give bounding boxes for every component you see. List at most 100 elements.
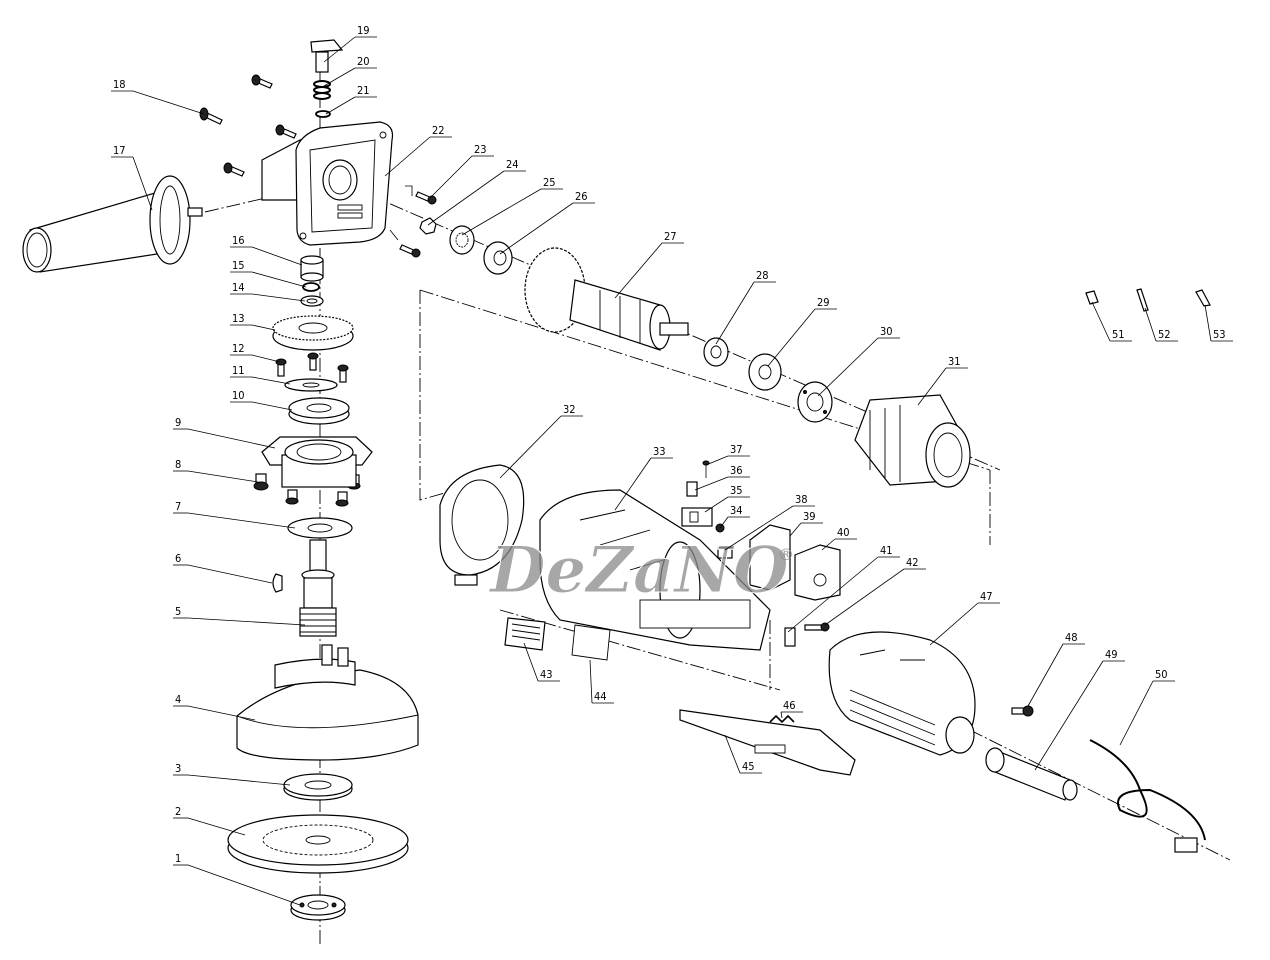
- part-3-inner-flange: [283, 773, 353, 801]
- callout-1: 1: [173, 852, 301, 906]
- part-23-screws: [389, 185, 437, 258]
- part-15-circlip: [302, 282, 320, 292]
- callout-12: 12: [230, 342, 281, 363]
- part-number-label: 31: [948, 355, 961, 368]
- leader-line: [187, 470, 259, 483]
- part-20-spring: [313, 80, 331, 100]
- part-37-screw: [702, 460, 710, 478]
- callout-33: 33: [614, 445, 673, 511]
- leader-line: [1091, 301, 1111, 342]
- part-number-label: 17: [113, 144, 126, 157]
- callout-34: 34: [719, 504, 750, 529]
- callout-39: 39: [789, 510, 823, 537]
- callout-42: 42: [824, 556, 926, 626]
- leader-line: [187, 512, 296, 529]
- part-18-screw: [199, 107, 223, 125]
- part-26-bearing: [483, 241, 513, 275]
- part-number-label: 32: [563, 403, 576, 416]
- part-41-strain-relief: [784, 627, 796, 647]
- leader-line: [1144, 307, 1157, 342]
- part-number-label: 24: [506, 158, 519, 171]
- callout-52: 52: [1144, 307, 1178, 342]
- part-51-clip: [1085, 290, 1099, 305]
- part-number-label: 44: [594, 690, 607, 703]
- part-25-pinion-gear: [449, 225, 475, 255]
- callout-20: 20: [323, 55, 377, 87]
- part-49-cord-protector: [985, 747, 1078, 801]
- leader-line: [724, 505, 794, 551]
- callout-19: 19: [323, 24, 377, 63]
- part-40-switch: [794, 544, 841, 601]
- leader-line: [187, 617, 306, 626]
- part-17-side-handle: [22, 175, 203, 273]
- part-number-label: 30: [880, 325, 893, 338]
- part-number-label: 41: [880, 544, 893, 557]
- part-6-key: [272, 573, 283, 593]
- part-number-label: 25: [543, 176, 556, 189]
- part-35-brush-holder: [681, 507, 713, 527]
- part-number-label: 19: [357, 24, 370, 37]
- callout-44: 44: [589, 659, 614, 704]
- part-29-bushing: [748, 353, 782, 391]
- leader-line: [767, 308, 816, 367]
- part-number-label: 46: [783, 699, 796, 712]
- part-45-switch-lever: [679, 709, 856, 776]
- leader-line: [187, 774, 291, 786]
- part-number-label: 11: [232, 364, 245, 377]
- part-number-label: 5: [175, 605, 181, 618]
- callout-17: 17: [111, 144, 153, 211]
- part-14-washer: [300, 295, 324, 307]
- callout-48: 48: [1027, 631, 1085, 707]
- callout-25: 25: [461, 176, 563, 236]
- leader-line: [427, 170, 505, 226]
- part-13-bevel-gear: [272, 315, 354, 351]
- part-number-label: 18: [113, 78, 126, 91]
- part-number-label: 6: [175, 552, 181, 565]
- leader-line: [384, 136, 431, 177]
- callout-47: 47: [929, 590, 1000, 646]
- part-38-clamp: [717, 547, 733, 559]
- callout-5: 5: [173, 605, 306, 626]
- callout-35: 35: [704, 484, 750, 513]
- leader-line: [817, 337, 879, 397]
- part-16-needle-bearing: [300, 255, 324, 282]
- leader-line: [787, 556, 879, 633]
- callout-2: 2: [173, 805, 246, 836]
- leader-line: [251, 354, 281, 363]
- callout-50: 50: [1119, 668, 1175, 746]
- leader-line: [499, 202, 574, 255]
- leader-line: [251, 271, 307, 288]
- part-number-label: 43: [540, 668, 553, 681]
- callout-31: 31: [917, 355, 968, 406]
- part-number-label: 23: [474, 143, 487, 156]
- part-43-filter: [504, 617, 546, 651]
- leader-line: [1204, 304, 1212, 342]
- callout-11: 11: [230, 364, 291, 385]
- part-number-label: 26: [575, 190, 588, 203]
- part-50-power-cord: [1089, 739, 1206, 853]
- callout-30: 30: [817, 325, 900, 397]
- part-number-label: 36: [730, 464, 743, 477]
- part-47-rear-handle: [828, 631, 976, 756]
- leader-line: [251, 293, 306, 302]
- callout-49: 49: [1034, 648, 1125, 771]
- part-7-washer: [287, 517, 353, 539]
- leader-line: [724, 734, 741, 774]
- part-42-screw: [804, 622, 830, 632]
- leader-line: [705, 455, 729, 466]
- part-1-flange-nut: [290, 894, 346, 921]
- part-32-cover-ring: [439, 464, 525, 586]
- part-28-bearing: [703, 337, 729, 367]
- part-12-screws: [275, 352, 349, 383]
- part-number-label: 28: [756, 269, 769, 282]
- callout-6: 6: [173, 552, 273, 584]
- part-24-nut: [419, 217, 437, 235]
- callout-40: 40: [821, 526, 857, 551]
- part-4-wheel-guard: [236, 644, 419, 761]
- part-number-label: 38: [795, 493, 808, 506]
- part-number-label: 14: [232, 281, 245, 294]
- leader-line: [789, 522, 802, 537]
- callout-8: 8: [173, 458, 259, 483]
- part-number-label: 49: [1105, 648, 1118, 661]
